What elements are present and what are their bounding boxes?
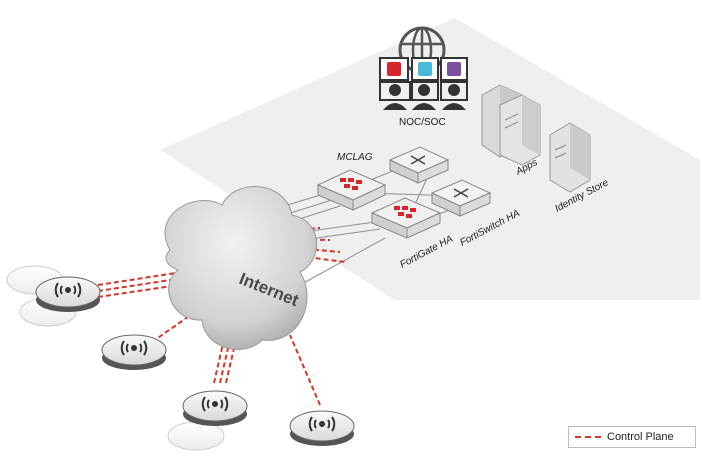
legend: Control Plane [568,426,696,448]
fortigate-secondary [370,197,442,239]
control-plane-legend-label: Control Plane [607,431,674,443]
fortiswitch-primary [388,146,450,184]
wifi-icon [201,396,229,412]
control-plane-swatch [575,436,601,438]
mclag-label: MCLAG [337,152,373,163]
access-point-2 [101,334,167,370]
access-point-1 [35,276,101,312]
access-point-4 [289,410,355,446]
switch-icon [410,155,426,165]
access-point-3 [182,390,248,426]
apps-servers: Apps [481,84,541,178]
wifi-icon [54,282,82,298]
fortinet-logo-icon [394,206,416,218]
operators-icon [383,84,466,110]
wifi-icon [308,416,336,432]
noc-soc: NOC/SOC [379,26,468,128]
fortigate-primary [316,169,387,211]
fortinet-logo-icon [340,178,362,190]
fortiswitch-secondary [430,179,492,217]
monitor-icon [379,57,468,101]
internet-cloud: Internet [164,186,318,350]
wifi-icon [120,340,148,356]
switch-icon [453,188,469,198]
noc-soc-label: NOC/SOC [399,117,446,128]
